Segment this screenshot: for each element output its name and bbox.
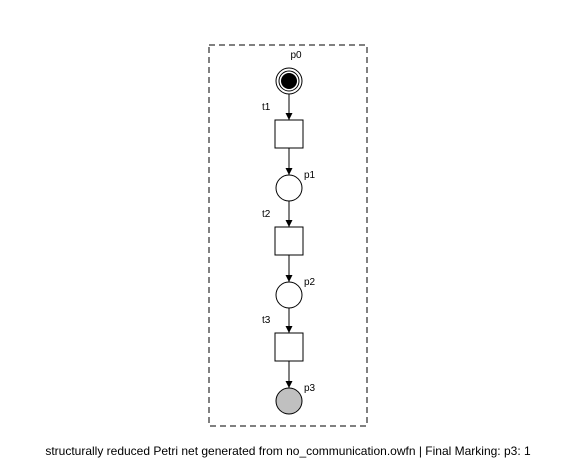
place-p2: p2 <box>275 277 316 309</box>
transition-box <box>274 226 304 256</box>
transition-t3: t3 <box>262 315 304 362</box>
place-label: p1 <box>304 170 316 181</box>
transition-box <box>274 119 304 149</box>
place-circle <box>275 387 303 415</box>
transition-t2: t2 <box>262 209 304 256</box>
nodes-group: p0 p1 p2 p3 t1 t2 t3 <box>262 50 316 415</box>
diagram-caption: structurally reduced Petri net generated… <box>45 444 531 458</box>
transition-label: t3 <box>262 315 271 326</box>
place-label: p2 <box>304 277 316 288</box>
place-label: p0 <box>290 50 302 61</box>
transition-box <box>274 332 304 362</box>
place-p0: p0 <box>275 50 303 95</box>
place-circle <box>275 281 303 309</box>
transition-t1: t1 <box>262 102 304 149</box>
place-label: p3 <box>304 383 316 394</box>
token <box>281 73 297 89</box>
place-p3: p3 <box>275 383 316 415</box>
place-circle <box>275 174 303 202</box>
initial-place-ring <box>278 70 300 92</box>
transition-label: t2 <box>262 209 271 220</box>
place-p1: p1 <box>275 170 316 202</box>
transition-label: t1 <box>262 102 271 113</box>
